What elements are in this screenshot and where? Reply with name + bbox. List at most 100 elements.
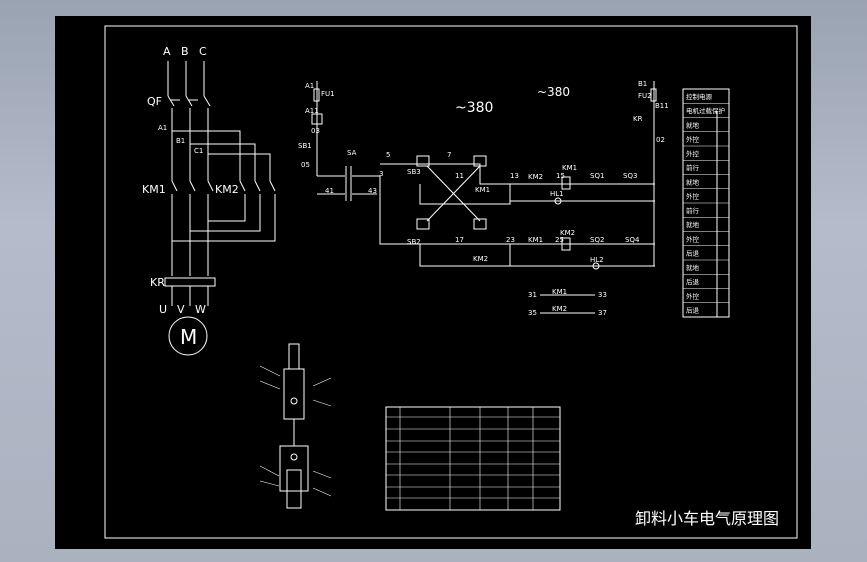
km1-coil-label: KM1 (562, 164, 577, 172)
km1-hold-label: KM1 (475, 186, 490, 194)
sq3-label: SQ3 (623, 172, 637, 180)
supply-lines (167, 61, 205, 96)
node-11: 11 (455, 172, 464, 180)
sb2-label: SB2 (407, 238, 421, 246)
interlock-cross (426, 165, 481, 222)
km2-coil (561, 237, 571, 251)
legend-row-label: 电机过载保护 (686, 106, 725, 115)
legend-row-label: 外控 (686, 135, 700, 144)
hl1-lamp (554, 197, 562, 205)
control-circuit: ~380 ~380 A1 FU1 A11 03 SB1 05 SA 41 43 … (298, 80, 669, 270)
legend-row-label: 外控 (686, 291, 700, 300)
interlock-box-2 (473, 218, 487, 230)
node-25: 25 (555, 236, 564, 244)
hold-contact-2 (419, 244, 655, 267)
legend-row-label: 外控 (686, 192, 700, 201)
relay-label: KR (150, 276, 165, 289)
contactor-contacts (171, 180, 276, 192)
node-a1: A1 (158, 124, 167, 132)
phase-b-label: B (181, 45, 189, 58)
drawing-sheet: A B C QF A1 B1 C1 KM1 KM2 KR U V W M ~38… (55, 16, 811, 549)
voltage-label: ~380 (537, 85, 570, 99)
legend-row-label: 后退 (686, 249, 700, 258)
node-15: 15 (556, 172, 565, 180)
parts-table (385, 406, 561, 511)
node-17: 17 (455, 236, 464, 244)
switch-detail-drawing (259, 343, 332, 509)
drawing-title: 卸料小车电气原理图 (635, 509, 779, 528)
node-a11: A11 (305, 107, 319, 115)
km2-hold-label: KM2 (473, 255, 488, 263)
thermal-relay (164, 277, 216, 287)
legend-row-label: 控制电源 (686, 92, 713, 101)
node-c1: C1 (194, 147, 203, 155)
aux-contacts: 31 KM1 33 35 KM2 37 (528, 288, 607, 317)
sb1-label: SB1 (298, 142, 312, 150)
left-fuse-label: FU1 (321, 90, 335, 98)
right-supply-label: B1 (638, 80, 647, 88)
km1-coil (561, 176, 571, 190)
phase-a-label: A (163, 45, 171, 58)
legend-row-label: 就地 (686, 177, 700, 186)
sb2-box (416, 218, 430, 230)
hl2-lamp (592, 262, 600, 270)
km2-branch (172, 130, 271, 181)
legend-row-label: 前行 (686, 206, 700, 215)
aux-2-end: 37 (598, 309, 607, 317)
km2-coil-label: KM2 (560, 229, 575, 237)
sb3-box (416, 155, 430, 167)
sq1-label: SQ1 (590, 172, 604, 180)
node-41: 41 (325, 187, 334, 195)
reversing-wiring (171, 194, 276, 276)
legend-row-label: 就地 (686, 220, 700, 229)
aux-2-start: 35 (528, 309, 537, 317)
km2-interlock-1: KM2 (528, 173, 543, 181)
power-circuit: A B C QF A1 B1 C1 KM1 KM2 KR U V W M (142, 45, 276, 356)
node-02: 02 (656, 136, 665, 144)
legend-row-label: 就地 (686, 120, 700, 129)
right-fuse-label: FU2 (638, 92, 652, 100)
sb3-label: SB3 (407, 168, 421, 176)
km1-interlock-2: KM1 (528, 236, 543, 244)
left-supply-label: A1 (305, 82, 314, 90)
aux-1-start: 31 (528, 291, 537, 299)
node-5: 5 (386, 151, 390, 159)
aux-1-label: KM1 (552, 288, 567, 296)
node-03: 03 (311, 127, 320, 135)
legend-row-label: 就地 (686, 263, 700, 272)
node-13: 13 (510, 172, 519, 180)
sq4-label: SQ4 (625, 236, 640, 244)
terminal-u: U (159, 303, 167, 316)
hl1-label: HL1 (550, 190, 564, 198)
legend-row-label: 外控 (686, 234, 700, 243)
km1-label: KM1 (142, 183, 166, 196)
hl2-label: HL2 (590, 256, 604, 264)
breaker-label: QF (147, 95, 162, 108)
node-b1: B1 (176, 137, 185, 145)
supply-voltage: ~380 (455, 100, 493, 116)
phase-c-label: C (199, 45, 207, 58)
motor-label: M (180, 325, 197, 349)
upper-rung (380, 163, 655, 185)
sa-label: SA (347, 149, 357, 157)
sq2-label: SQ2 (590, 236, 604, 244)
km2-label: KM2 (215, 183, 239, 196)
node-7: 7 (447, 151, 451, 159)
motor-leads (171, 286, 209, 306)
legend-row-label: 外控 (686, 149, 700, 158)
motor-symbol (168, 316, 208, 356)
node-b11: B11 (655, 102, 669, 110)
node-43: 43 (368, 187, 377, 195)
kr-contact-label: KR (633, 115, 643, 123)
breaker-contacts (167, 95, 211, 107)
schematic-canvas: A B C QF A1 B1 C1 KM1 KM2 KR U V W M ~38… (104, 25, 798, 539)
hold-contact-1 (419, 184, 511, 205)
terminal-w: W (195, 303, 206, 316)
selector-switch (345, 166, 352, 201)
drawing-frame (104, 25, 798, 539)
node-3: 3 (379, 170, 383, 178)
left-supply-wire (316, 81, 345, 195)
legend-row-label: 前行 (686, 163, 700, 172)
